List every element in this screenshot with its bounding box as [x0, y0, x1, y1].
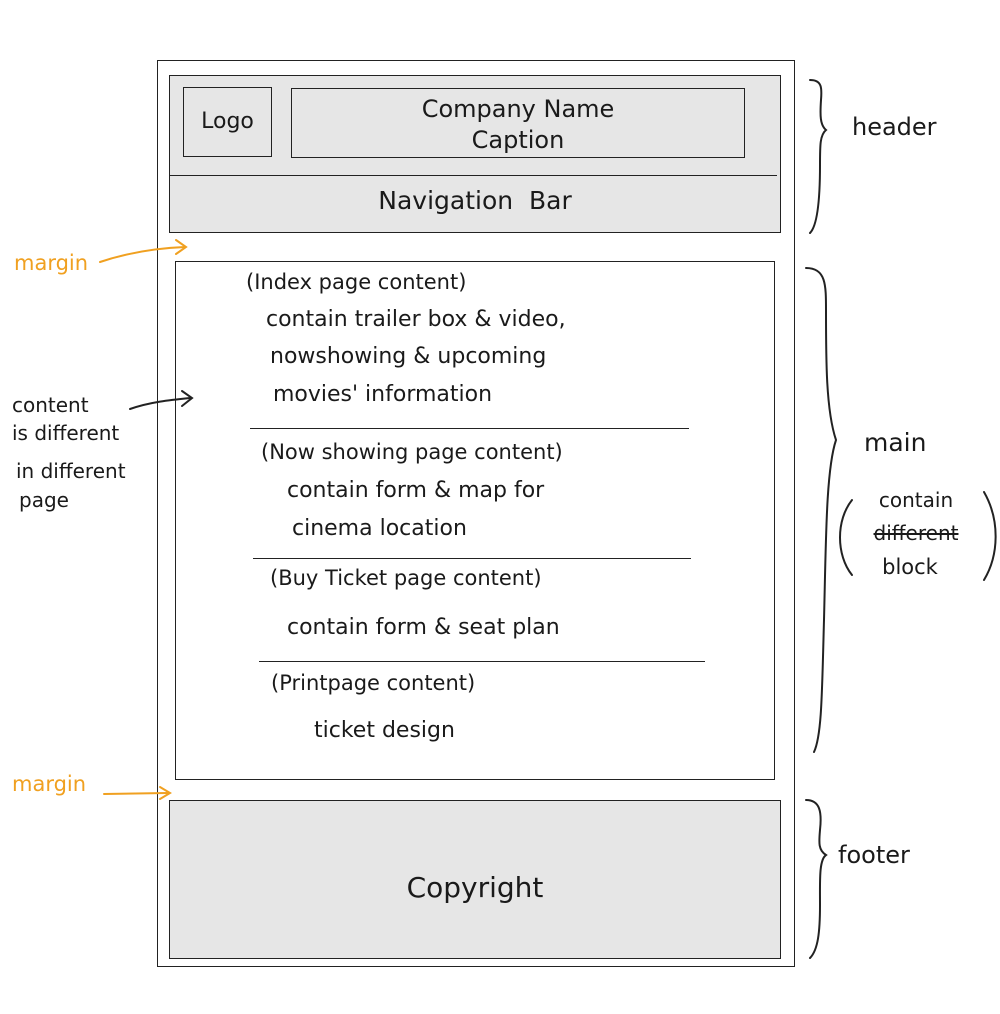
now-showing-section-title: (Now showing page content) — [261, 440, 563, 464]
main-label: main — [864, 428, 927, 457]
header-label: header — [852, 113, 937, 141]
buy-ticket-section-title: (Buy Ticket page content) — [270, 566, 542, 590]
footer-brace — [805, 799, 828, 959]
section-divider — [250, 428, 689, 429]
header-divider — [169, 175, 777, 176]
main-note-line: block — [882, 555, 938, 579]
now-showing-section-line: contain form & map for — [287, 478, 545, 503]
main-block — [175, 261, 775, 780]
copyright: Copyright — [406, 871, 544, 904]
logo-box — [183, 87, 272, 157]
caption: Caption — [471, 126, 565, 154]
now-showing-section-line: cinema location — [292, 516, 467, 541]
index-section-line: movies' information — [273, 382, 493, 407]
print-section-line: ticket design — [314, 718, 455, 743]
section-divider — [259, 661, 705, 662]
section-divider — [253, 558, 691, 559]
buy-ticket-section-line: contain form & seat plan — [287, 615, 560, 640]
main-note-line: contain — [878, 488, 954, 512]
index-section-line: nowshowing & upcoming — [270, 344, 547, 369]
braces — [805, 79, 997, 959]
margin-annotation-bottom: margin — [12, 772, 87, 796]
header-brace — [809, 79, 828, 234]
paren-right — [983, 491, 997, 581]
logo-label: Logo — [201, 109, 254, 134]
page-frame — [157, 60, 795, 967]
content-note-line: content — [12, 393, 89, 417]
company-name-box — [291, 88, 745, 158]
main-note-line: different — [873, 521, 959, 545]
content-note-line: in different — [16, 459, 126, 483]
print-section-title: (Printpage content) — [271, 671, 476, 695]
navigation-bar: Navigation Bar — [378, 186, 572, 215]
company-name: Company Name — [421, 95, 615, 123]
margin-annotation-top: margin — [14, 251, 89, 275]
content-note-line: is different — [12, 421, 120, 445]
index-section-line: contain trailer box & video, — [266, 307, 566, 332]
footer-label: footer — [838, 841, 910, 869]
main-brace — [805, 267, 838, 753]
content-note-line: page — [19, 488, 69, 512]
footer-block — [169, 800, 781, 959]
index-section-title: (Index page content) — [246, 270, 467, 294]
